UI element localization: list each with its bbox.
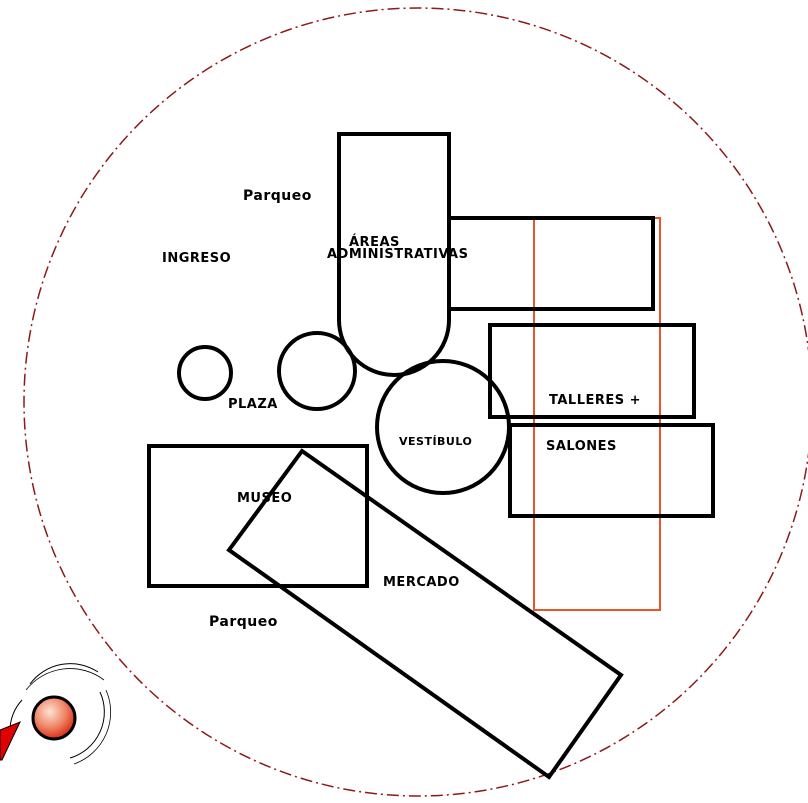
north-compass-icon <box>0 663 112 765</box>
plaza-small-circle <box>177 345 233 401</box>
orange-zone <box>533 217 661 611</box>
label-talleres: TALLERES + <box>549 393 641 408</box>
label-mercado: MERCADO <box>383 575 460 590</box>
label-parqueo-bottom: Parqueo <box>209 614 278 630</box>
label-salones: SALONES <box>546 439 617 454</box>
label-administrativas: ADMINISTRATIVAS <box>327 247 468 262</box>
label-plaza: PLAZA <box>228 397 278 412</box>
plaza-large-circle <box>277 331 357 411</box>
museo-block <box>147 444 369 588</box>
label-ingreso: INGRESO <box>162 251 231 266</box>
vestibulo-circle <box>375 359 511 495</box>
salones-block <box>508 423 715 518</box>
label-vestibulo: VESTÍBULO <box>399 435 472 448</box>
mercado-block <box>226 448 624 780</box>
label-parqueo-top: Parqueo <box>243 188 312 204</box>
label-museo: MUSEO <box>237 491 292 506</box>
label-areas: ÁREAS <box>349 234 400 250</box>
site-boundary <box>23 7 808 797</box>
talleres-block <box>488 323 696 419</box>
admin-block <box>447 216 655 311</box>
